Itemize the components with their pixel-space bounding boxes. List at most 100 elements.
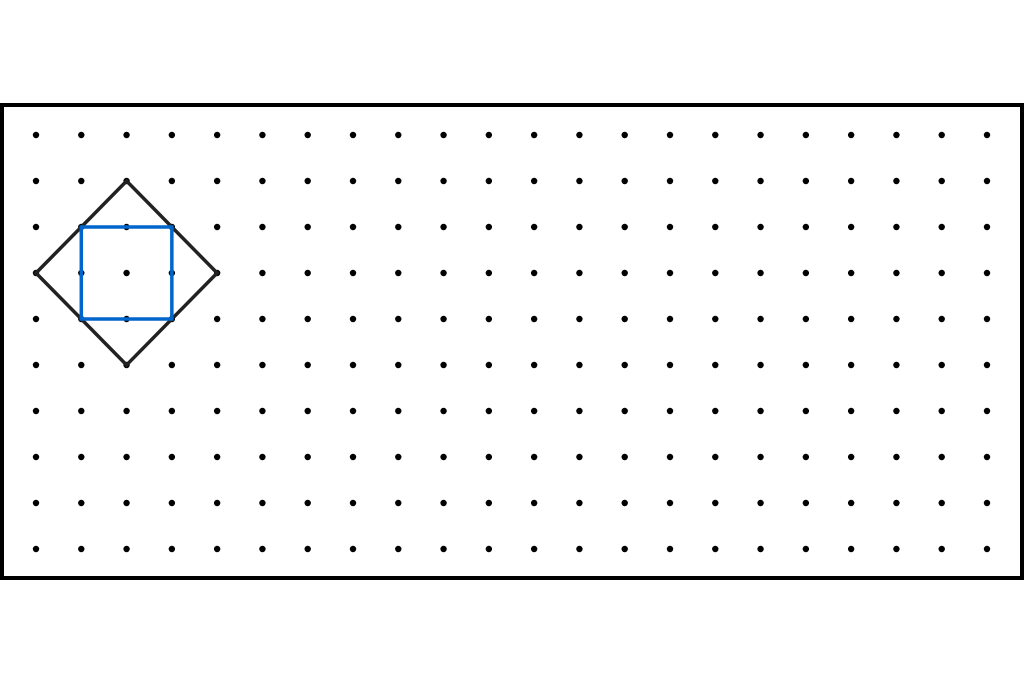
grid-dot	[983, 453, 991, 461]
grid-dot	[621, 453, 628, 461]
grid-dot	[395, 269, 402, 277]
grid-dot	[32, 315, 40, 323]
grid-dot	[712, 407, 719, 415]
grid-dot	[168, 361, 176, 369]
grid-dot	[485, 131, 493, 139]
grid-dot	[78, 131, 85, 139]
grid-dot	[123, 407, 130, 415]
grid-dot	[757, 361, 764, 369]
grid-dot	[304, 315, 311, 323]
grid-dot	[395, 453, 402, 461]
grid-dot	[712, 453, 719, 461]
grid-dot	[485, 407, 493, 415]
grid-dot	[621, 361, 628, 369]
grid-dot	[395, 131, 402, 139]
grid-dot	[802, 269, 810, 277]
grid-dot	[983, 545, 991, 553]
grid-dot	[32, 361, 40, 369]
grid-dot	[893, 361, 900, 369]
grid-dot	[304, 407, 311, 415]
grid-dot	[530, 545, 538, 553]
grid-dot	[621, 223, 628, 231]
grid-dot	[349, 407, 357, 415]
grid-dot	[78, 453, 85, 461]
grid-dot	[983, 407, 991, 415]
grid-dot	[259, 315, 266, 323]
grid-dot	[712, 269, 719, 277]
grid-dot	[78, 361, 85, 369]
grid-dot	[440, 315, 447, 323]
grid-dot	[938, 453, 945, 461]
grid-dot	[621, 407, 628, 415]
grid-dot	[893, 131, 900, 139]
grid-dot	[440, 177, 447, 185]
grid-dot	[213, 315, 221, 323]
grid-dot	[32, 407, 40, 415]
grid-dot	[530, 269, 538, 277]
grid-dot	[485, 315, 493, 323]
grid-dot	[213, 223, 221, 231]
grid-dot	[847, 361, 855, 369]
grid-dot	[712, 361, 719, 369]
grid-dot	[530, 499, 538, 507]
grid-dot	[802, 177, 810, 185]
grid-dot	[32, 131, 40, 139]
grid-dot	[213, 453, 221, 461]
grid-dot	[349, 499, 357, 507]
grid-dot	[78, 499, 85, 507]
grid-dot	[168, 545, 176, 553]
grid-dot	[983, 361, 991, 369]
grid-dot	[847, 453, 855, 461]
grid-dot	[757, 453, 764, 461]
grid-dot	[304, 545, 311, 553]
grid-dot	[938, 131, 945, 139]
grid-dot	[530, 407, 538, 415]
grid-dot	[712, 223, 719, 231]
grid-dot	[485, 223, 493, 231]
grid-dot	[847, 545, 855, 553]
grid-dot	[666, 545, 674, 553]
grid-dot	[304, 361, 311, 369]
grid-dot	[983, 177, 991, 185]
grid-dot	[168, 177, 176, 185]
grid-dot	[893, 269, 900, 277]
grid-dot	[983, 499, 991, 507]
grid-dot	[259, 453, 266, 461]
grid-dot	[666, 269, 674, 277]
grid-dot	[259, 361, 266, 369]
grid-dot	[213, 407, 221, 415]
grid-dot	[938, 499, 945, 507]
grid-dot	[32, 499, 40, 507]
grid-dot	[395, 177, 402, 185]
grid-dot	[32, 545, 40, 553]
grid-dot	[530, 453, 538, 461]
grid-dot	[530, 223, 538, 231]
grid-dot	[757, 407, 764, 415]
grid-dot	[304, 177, 311, 185]
grid-dot	[395, 361, 402, 369]
grid-dot	[757, 269, 764, 277]
grid-dot	[78, 177, 85, 185]
grid-dot	[893, 223, 900, 231]
grid-dot	[621, 315, 628, 323]
grid-dot	[621, 177, 628, 185]
grid-dot	[395, 223, 402, 231]
grid-dot	[440, 269, 447, 277]
grid-dot	[304, 453, 311, 461]
grid-dot	[712, 499, 719, 507]
grid-dot	[259, 177, 266, 185]
grid-dot	[847, 131, 855, 139]
grid-dot	[304, 269, 311, 277]
grid-dot	[576, 223, 583, 231]
grid-dot	[259, 223, 266, 231]
grid-dot	[440, 131, 447, 139]
grid-dot	[440, 407, 447, 415]
grid-dot	[938, 269, 945, 277]
grid-dot	[168, 407, 176, 415]
grid-dot	[666, 223, 674, 231]
grid-dot	[893, 545, 900, 553]
grid-dot	[349, 453, 357, 461]
grid-dot	[802, 315, 810, 323]
grid-dot	[440, 453, 447, 461]
grid-dot	[349, 545, 357, 553]
